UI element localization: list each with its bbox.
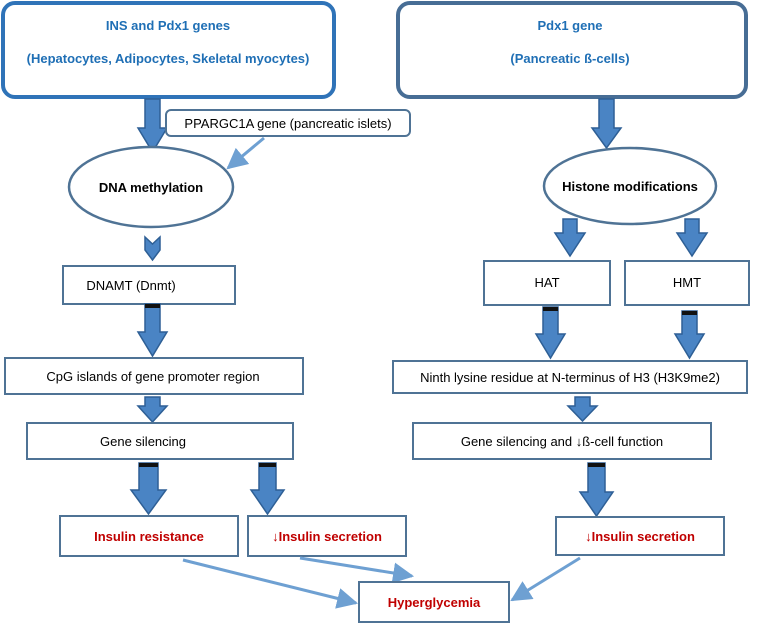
connector-left-secretion-to-hyperglycemia: [299, 556, 415, 584]
methylation-label: DNA methylation: [99, 180, 203, 195]
arrow-silencing-to-right-secretion: [578, 462, 615, 518]
right-header-title: Pdx1 gene: [537, 18, 602, 33]
arrow-side-input-to-methylation: [226, 136, 265, 170]
right-insulin-secretion-label: ↓Insulin secretion: [585, 529, 695, 544]
arrow-silencing-to-secretion: [249, 462, 286, 516]
arrow-cpg-to-silencing: [136, 396, 169, 424]
hat-box: HAT: [483, 260, 611, 306]
methylation-ellipse: DNA methylation: [67, 145, 235, 229]
cpg-box: CpG islands of gene promoter region: [4, 357, 304, 395]
lysine-label: Ninth lysine residue at N-terminus of H3…: [420, 370, 720, 385]
hmt-box: HMT: [624, 260, 750, 306]
left-silencing-label: Gene silencing: [100, 434, 186, 449]
arrow-header-to-histone: [590, 98, 623, 150]
arrow-dnmt-to-cpg: [136, 303, 169, 358]
arrow-header-to-methylation: [136, 98, 169, 154]
insulin-resistance-box: Insulin resistance: [59, 515, 239, 557]
left-insulin-secretion-label: ↓Insulin secretion: [272, 529, 382, 544]
dnmt-label: DNAMT (Dnmt): [86, 278, 175, 293]
arrow-histone-to-hmt: [675, 218, 709, 258]
histone-label: Histone modifications: [562, 179, 698, 194]
insulin-resistance-label: Insulin resistance: [94, 529, 204, 544]
arrow-hmt-to-lysine: [673, 310, 706, 360]
arrow-lysine-to-silencing: [566, 396, 599, 423]
left-insulin-secretion-box: ↓Insulin secretion: [247, 515, 407, 557]
right-silencing-label: Gene silencing and ↓ß-cell function: [461, 434, 663, 449]
arrow-hat-to-lysine: [534, 306, 567, 360]
left-header-title: INS and Pdx1 genes: [106, 18, 230, 33]
hyperglycemia-label: Hyperglycemia: [388, 595, 481, 610]
left-header-box: INS and Pdx1 genes (Hepatocytes, Adipocy…: [1, 1, 336, 99]
hyperglycemia-box: Hyperglycemia: [358, 581, 510, 623]
side-input-box: PPARGC1A gene (pancreatic islets): [165, 109, 411, 137]
right-silencing-box: Gene silencing and ↓ß-cell function: [412, 422, 712, 460]
right-insulin-secretion-box: ↓Insulin secretion: [555, 516, 725, 556]
right-header-box: Pdx1 gene (Pancreatic ß-cells): [396, 1, 748, 99]
arrow-methylation-to-enzyme: [144, 235, 161, 262]
left-header-subtitle: (Hepatocytes, Adipocytes, Skeletal myocy…: [27, 51, 310, 66]
dnmt-box: DNAMT (Dnmt): [62, 265, 236, 305]
histone-ellipse: Histone modifications: [542, 146, 718, 226]
connector-resistance-to-hyperglycemia: [182, 558, 359, 609]
connector-right-secretion-to-hyperglycemia: [510, 556, 581, 602]
hmt-label: HMT: [673, 275, 701, 290]
arrow-silencing-to-resistance: [129, 462, 168, 516]
arrow-histone-to-hat: [553, 218, 587, 258]
side-input-label: PPARGC1A gene (pancreatic islets): [184, 116, 391, 131]
hat-label: HAT: [534, 275, 559, 290]
lysine-box: Ninth lysine residue at N-terminus of H3…: [392, 360, 748, 394]
cpg-label: CpG islands of gene promoter region: [46, 369, 259, 384]
left-silencing-box: Gene silencing: [26, 422, 294, 460]
right-header-subtitle: (Pancreatic ß-cells): [510, 51, 629, 66]
